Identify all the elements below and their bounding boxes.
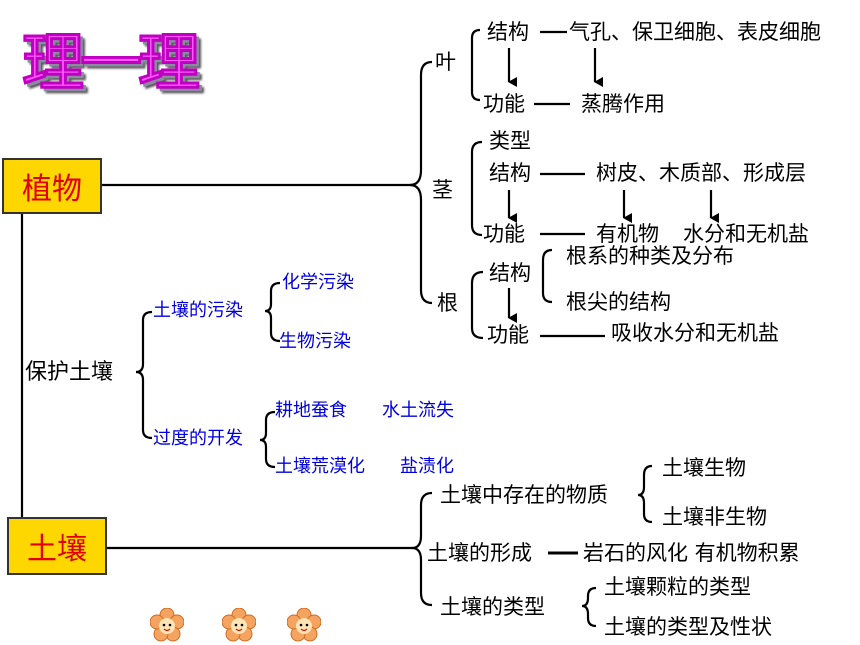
soil-box: 土壤: [7, 517, 107, 575]
root-structure-detail-2: 根尖的结构: [566, 290, 671, 314]
root-function-detail: 吸收水分和无机盐: [611, 321, 779, 345]
soil-type-properties: 土壤的类型及性状: [604, 615, 772, 639]
overuse-brace: [259, 410, 276, 469]
plant-brace: [409, 60, 433, 305]
stem-type-label: 类型: [489, 129, 531, 153]
root-structure-detail-1: 根系的种类及分布: [566, 244, 734, 268]
stem-label: 茎: [432, 178, 453, 202]
leaf-label: 叶: [435, 50, 456, 74]
overuse-item-4: 盐渍化: [400, 456, 454, 477]
leaf-function-detail: 蒸腾作用: [581, 92, 665, 116]
stem-brace: [470, 140, 483, 237]
page-title: 理一理: [21, 26, 200, 100]
root-structure-label: 结构: [489, 261, 531, 285]
root-function-label: 功能: [487, 323, 529, 347]
stem-structure-detail: 树皮、木质部、形成层: [596, 161, 806, 185]
soil-formation-label: 土壤的形成: [427, 541, 532, 565]
protect-soil-label: 保护土壤: [25, 360, 114, 385]
stem-function-detail-1: 有机物: [596, 222, 659, 246]
flower-icon: [287, 608, 321, 642]
pollution-item-biological: 生物污染: [279, 331, 351, 352]
leaf-structure-label: 结构: [487, 20, 529, 44]
overuse-label: 过度的开发: [153, 428, 243, 449]
stem-function-label: 功能: [483, 222, 525, 246]
overuse-item-2: 水土流失: [382, 400, 454, 421]
soil-substance-living: 土壤生物: [662, 456, 746, 480]
pollution-brace: [264, 281, 281, 343]
soil-types-label: 土壤的类型: [440, 595, 545, 619]
overuse-item-3: 土壤荒漠化: [275, 456, 365, 477]
leaf-structure-detail: 气孔、保卫细胞、表皮细胞: [569, 20, 821, 44]
overuse-item-1: 耕地蚕食: [275, 400, 347, 421]
leaf-function-label: 功能: [483, 92, 525, 116]
plant-box: 植物: [2, 158, 102, 214]
root-brace: [470, 270, 484, 340]
pollution-item-chemical: 化学污染: [282, 272, 354, 293]
stem-structure-label: 结构: [489, 161, 531, 185]
leaf-brace: [470, 28, 481, 102]
flower-icon: [222, 608, 256, 642]
soil-substances-label: 土壤中存在的物质: [440, 483, 608, 507]
stem-function-detail-2: 水分和无机盐: [683, 222, 809, 246]
flower-icon: [150, 608, 184, 642]
soil-brace: [411, 491, 433, 607]
soil-type-particles: 土壤颗粒的类型: [604, 575, 751, 599]
root-label: 根: [437, 291, 458, 315]
protect-brace: [135, 310, 153, 440]
pollution-label: 土壤的污染: [153, 300, 243, 321]
soil-formation-detail: 岩石的风化 有机物积累: [583, 541, 800, 565]
soil-substance-nonliving: 土壤非生物: [662, 505, 767, 529]
